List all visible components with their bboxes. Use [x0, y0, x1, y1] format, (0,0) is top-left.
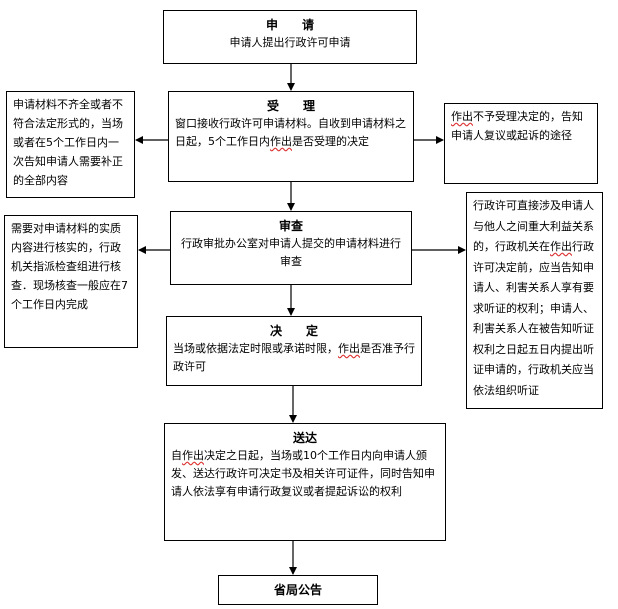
verify-box: 需要对申请材料的实质内容进行核实的，行政机关指派检查组进行核查．现场核查一般应在… — [4, 215, 138, 348]
review-title: 审查 — [278, 219, 303, 233]
reject-box: 作出不予受理决定的，告知申请人复议或起诉的途径 — [444, 103, 598, 184]
apply-title: 申 请 — [265, 18, 314, 32]
accept-text: 窗口接收行政许可申请材料。自收到申请材料之日起，5个工作日内作出是否受理的决定 — [175, 117, 406, 148]
decide-text: 当场或依据法定时限或承诺时限，作出是否准予行政许可 — [173, 342, 415, 373]
verify-text: 需要对申请材料的实质内容进行核实的，行政机关指派检查组进行核查．现场核查一般应在… — [11, 222, 128, 311]
decide-title: 决 定 — [269, 324, 318, 338]
decide-box: 决 定 当场或依据法定时限或承诺时限，作出是否准予行政许可 — [166, 316, 422, 386]
incomplete-text: 申请材料不齐全或者不符合法定形式的，当场或者在5个工作日内一次告知申请人需要补正… — [13, 98, 123, 187]
deliver-box: 送达 自作出决定之日起，当场或10个工作日内向申请人颁发、送达行政许可决定书及相… — [164, 423, 446, 541]
hearing-text: 行政许可直接涉及申请人与他人之间重大利益关系的，行政机关在作出行政许可决定前，应… — [473, 199, 594, 397]
announce-title: 省局公告 — [273, 583, 322, 597]
accept-box: 受 理 窗口接收行政许可申请材料。自收到申请材料之日起，5个工作日内作出是否受理… — [168, 91, 414, 182]
hearing-box: 行政许可直接涉及申请人与他人之间重大利益关系的，行政机关在作出行政许可决定前，应… — [466, 192, 603, 409]
apply-text: 申请人提出行政许可申请 — [229, 36, 351, 49]
apply-box: 申 请 申请人提出行政许可申请 — [163, 10, 417, 64]
incomplete-box: 申请材料不齐全或者不符合法定形式的，当场或者在5个工作日内一次告知申请人需要补正… — [6, 91, 135, 198]
review-text: 行政审批办公室对申请人提交的申请材料进行审查 — [181, 237, 401, 268]
review-box: 审查 行政审批办公室对申请人提交的申请材料进行审查 — [170, 211, 412, 285]
announce-box: 省局公告 — [218, 575, 378, 605]
deliver-title: 送达 — [292, 431, 317, 445]
deliver-text: 自作出决定之日起，当场或10个工作日内向申请人颁发、送达行政许可决定书及相关许可… — [171, 449, 435, 498]
reject-text: 作出不予受理决定的，告知申请人复议或起诉的途径 — [451, 110, 583, 142]
accept-title: 受 理 — [266, 99, 315, 113]
